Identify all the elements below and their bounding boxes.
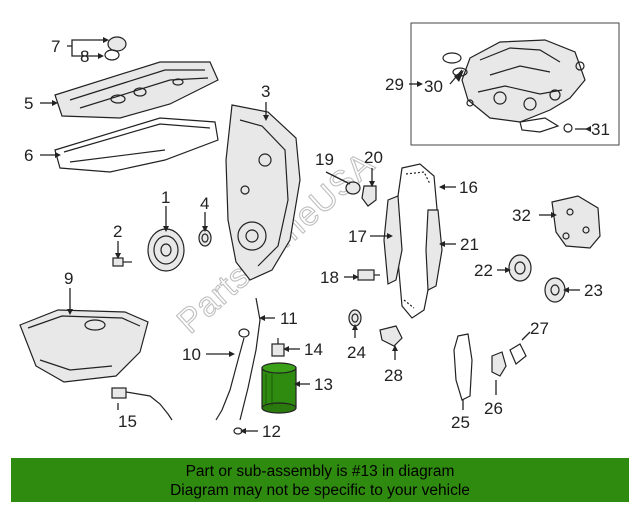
oil-filler-cap-drawing [104,36,127,61]
chain-guide-left [383,195,403,285]
callout-8[interactable]: 8 [80,47,89,66]
callout-12[interactable]: 12 [262,422,281,441]
crankshaft-pulley-drawing [147,228,185,272]
spring-clip-drawing [509,343,527,365]
dipstick-guide-drawing [239,297,261,421]
bracket-drawing [379,325,403,347]
callout-7[interactable]: 7 [51,37,60,56]
callout-5[interactable]: 5 [24,94,33,113]
callout-19[interactable]: 19 [315,150,334,169]
callout-11[interactable]: 11 [280,309,298,328]
callout-32[interactable]: 32 [512,206,531,225]
callout-16[interactable]: 16 [459,178,478,197]
info-banner: Part or sub-assembly is #13 in diagram D… [11,458,629,502]
sensor-drawing [111,387,173,421]
callout-27[interactable]: 27 [530,319,549,338]
callout-21[interactable]: 21 [460,235,479,254]
callout-3[interactable]: 3 [261,82,270,101]
callout-6[interactable]: 6 [24,146,33,165]
callout-29[interactable]: 29 [385,75,404,94]
cover-gasket-drawing [54,117,219,173]
chain-tensioner-drawing [357,269,380,281]
callout-15[interactable]: 15 [118,412,137,431]
callout-26[interactable]: 26 [484,399,503,418]
tensioner-plunger-drawing [345,181,361,195]
callout-20[interactable]: 20 [364,148,383,167]
exploded-parts-diagram: PartsPrimeUSA [19,22,620,441]
dipstick-drawing [215,337,245,421]
banner-line-1: Part or sub-assembly is #13 in diagram [185,463,455,480]
callout-14[interactable]: 14 [304,340,323,359]
chain-guide-right [425,209,443,291]
callout-17[interactable]: 17 [348,227,367,246]
timing-chain-cover-drawing [225,104,301,281]
callout-10[interactable]: 10 [182,345,201,364]
oil-filter-drawing-highlighted[interactable] [261,362,297,414]
callout-13[interactable]: 13 [314,375,333,394]
oil-pan-drawing [19,309,149,383]
engine-mount-bracket-drawing [551,195,601,249]
tensioner-arm-drawing [361,185,377,207]
callout-9[interactable]: 9 [64,269,73,288]
callout-1[interactable]: 1 [161,188,170,207]
bolt-drawing [112,257,132,267]
callout-23[interactable]: 23 [584,281,603,300]
callout-24[interactable]: 24 [347,343,366,362]
camshaft-sprocket-drawing [508,254,532,282]
timing-sprocket-drawing [544,277,566,303]
oil-pump-chain-drawing [453,333,473,401]
callout-28[interactable]: 28 [384,366,403,385]
callout-25[interactable]: 25 [451,413,470,432]
filter-union-drawing [271,338,285,357]
cylinder-head-cover-drawing [54,61,219,119]
chain-tensioner-small-drawing [491,351,507,377]
callout-30[interactable]: 30 [424,77,443,96]
banner-line-2: Diagram may not be specific to your vehi… [170,482,470,499]
oil-seal-drawing [198,229,212,247]
intake-manifold-drawing [442,39,586,133]
callout-4[interactable]: 4 [200,194,209,213]
idler-drawing [348,309,362,327]
callout-18[interactable]: 18 [320,268,339,287]
callout-31[interactable]: 31 [591,120,610,139]
callout-2[interactable]: 2 [113,222,122,241]
callout-22[interactable]: 22 [474,261,493,280]
